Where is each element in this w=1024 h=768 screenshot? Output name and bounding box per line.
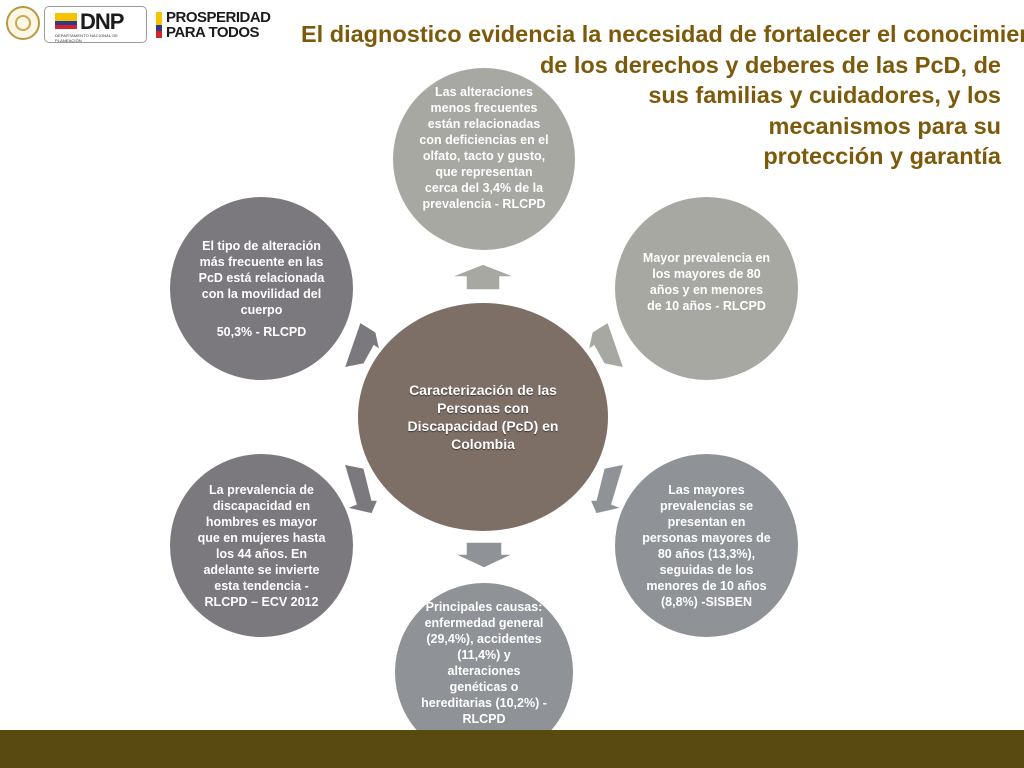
dnp-logo-subtitle: DEPARTAMENTO NACIONAL DE PLANEACIÓN xyxy=(55,33,119,43)
colombia-seal-logo xyxy=(6,6,40,40)
circle-center-characterization: Caracterización de las Personas con Disc… xyxy=(358,303,608,531)
prosperidad-line1: PROSPERIDAD xyxy=(166,9,271,26)
prosperidad-line2: PARA TODOS xyxy=(166,24,260,41)
arrow-downright-icon xyxy=(588,463,626,515)
circle-age-prevalence: Mayor prevalencia en los mayores de 80 a… xyxy=(615,197,798,380)
center-text: Caracterización de las Personas con Disc… xyxy=(407,382,559,452)
arrow-upleft-icon xyxy=(342,320,382,369)
circle-mobility-alteration: El tipo de alteración más frecuente en l… xyxy=(170,197,353,380)
colombia-flag-icon xyxy=(55,13,77,29)
circle-text: Las mayores prevalencias se presentan en… xyxy=(642,482,771,609)
title-line-2: de los derechos y deberes de las PcD, de xyxy=(539,51,1001,78)
title-line-1: El diagnostico evidencia la necesidad de… xyxy=(301,21,1024,47)
prosperidad-flag-icon xyxy=(156,12,162,38)
circle-text: Las alteraciones menos frecuentes están … xyxy=(419,85,549,211)
arrow-upright-icon xyxy=(586,320,626,369)
dnp-logo: DNP DEPARTAMENTO NACIONAL DE PLANEACIÓN xyxy=(44,6,147,43)
circle-highest-prevalences: Las mayores prevalencias se presentan en… xyxy=(615,454,798,637)
circle-less-frequent-alterations: Las alteraciones menos frecuentes están … xyxy=(393,68,575,250)
circle-text: La prevalencia de discapacidad en hombre… xyxy=(197,482,326,609)
circle-text: Mayor prevalencia en los mayores de 80 a… xyxy=(642,250,771,313)
prosperidad-logo: PROSPERIDAD PARA TODOS xyxy=(166,10,271,40)
title-line-4: mecanismos para su xyxy=(768,112,1002,139)
dnp-logo-text: DNP xyxy=(80,9,124,34)
title-line-5: protección y garantía xyxy=(763,143,1001,169)
footer-bar xyxy=(0,730,1024,768)
arrow-down-icon xyxy=(453,541,515,569)
circle-gender-prevalence: La prevalencia de discapacidad en hombre… xyxy=(170,454,353,637)
arrow-up-icon xyxy=(449,263,517,291)
circle-text: Principales causas: enfermedad general (… xyxy=(421,600,547,726)
arrow-downleft-icon xyxy=(342,463,380,515)
title-line-3: sus familias y cuidadores, y los xyxy=(648,82,1001,108)
slide-title: El diagnostico evidencia la necesidad de… xyxy=(301,19,1024,172)
circle-percentage: 50,3% - RLCPD xyxy=(216,324,307,339)
circle-text: El tipo de alteración más frecuente en l… xyxy=(198,238,325,317)
